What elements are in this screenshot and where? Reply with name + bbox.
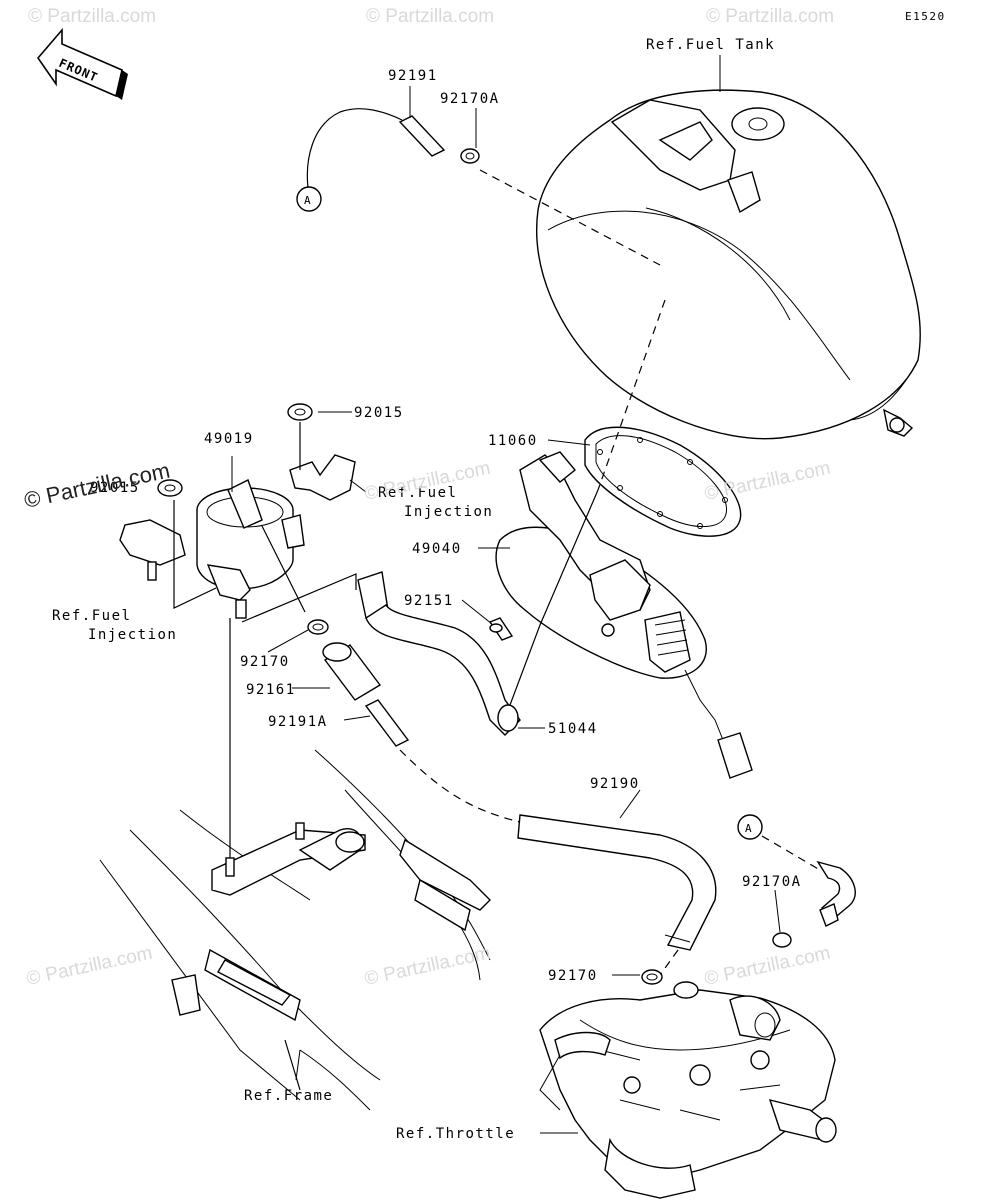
bolt-92151 [488, 617, 514, 641]
marker-a-top: A [296, 186, 322, 212]
callout-ref-fuel-injection-right-2: Injection [404, 504, 493, 520]
nut-92015-left [157, 479, 183, 497]
clamp-92170-bottom [641, 969, 663, 985]
watermark: © Partzilla.com [363, 943, 493, 990]
callout-92170-bottom: 92170 [548, 968, 598, 984]
diagram-code: E1520 [905, 10, 946, 23]
watermark: © Partzilla.com [25, 943, 155, 990]
callout-49019: 49019 [204, 431, 254, 447]
marker-a-right: A [737, 814, 763, 840]
hose-92190 [517, 814, 717, 951]
callout-ref-fuel-injection-left-2: Injection [88, 627, 177, 643]
fuel-tank [536, 89, 921, 440]
clamp-92170a-top [460, 148, 480, 164]
watermark: © Partzilla.com [28, 6, 156, 27]
hose-51044 [357, 571, 521, 736]
callout-92151: 92151 [404, 593, 454, 609]
callout-ref-throttle: Ref.Throttle [396, 1126, 515, 1142]
callout-ref-fuel-injection-right-1: Ref.Fuel [378, 485, 457, 501]
watermark: © Partzilla.com [706, 6, 834, 27]
callout-51044: 51044 [548, 721, 598, 737]
callout-92170a-right: 92170A [742, 874, 802, 890]
hose-right [816, 860, 856, 927]
clamp-92170-mid [307, 619, 329, 635]
callout-92170a-top: 92170A [440, 91, 500, 107]
callout-ref-fuel-injection-left-1: Ref.Fuel [52, 608, 131, 624]
front-arrow-icon: FRONT [36, 27, 128, 100]
callout-ref-fuel-tank: Ref.Fuel Tank [646, 37, 775, 53]
callout-ref-frame: Ref.Frame [244, 1088, 333, 1104]
hose-92191a [364, 699, 410, 747]
sensor-left [119, 519, 186, 581]
fuel-pump [495, 451, 753, 779]
clamp-92170a-right [772, 932, 792, 948]
callout-92161: 92161 [246, 682, 296, 698]
callout-92015-left: 92015 [90, 480, 140, 496]
sensor-right [289, 454, 356, 501]
hose-92191 [398, 115, 446, 157]
fuel-pump-gasket [584, 426, 742, 537]
watermark: © Partzilla.com [703, 943, 833, 990]
canister-49019 [196, 479, 305, 619]
watermark-dark: © Partzilla.com [22, 458, 172, 513]
watermark: © Partzilla.com [366, 6, 494, 27]
watermark: © Partzilla.com [703, 458, 833, 505]
callout-92191a: 92191A [268, 714, 328, 730]
sleeve-92161 [322, 642, 382, 701]
svg-text:A: A [304, 194, 311, 207]
callout-92170-mid: 92170 [240, 654, 290, 670]
frame [99, 749, 491, 1111]
callout-11060: 11060 [488, 433, 538, 449]
nut-92015 [287, 403, 313, 421]
callout-92190: 92190 [590, 776, 640, 792]
callout-92191: 92191 [388, 68, 438, 84]
svg-text:A: A [745, 822, 752, 835]
throttle-body [539, 981, 837, 1199]
callout-92015: 92015 [354, 405, 404, 421]
callout-49040: 49040 [412, 541, 462, 557]
